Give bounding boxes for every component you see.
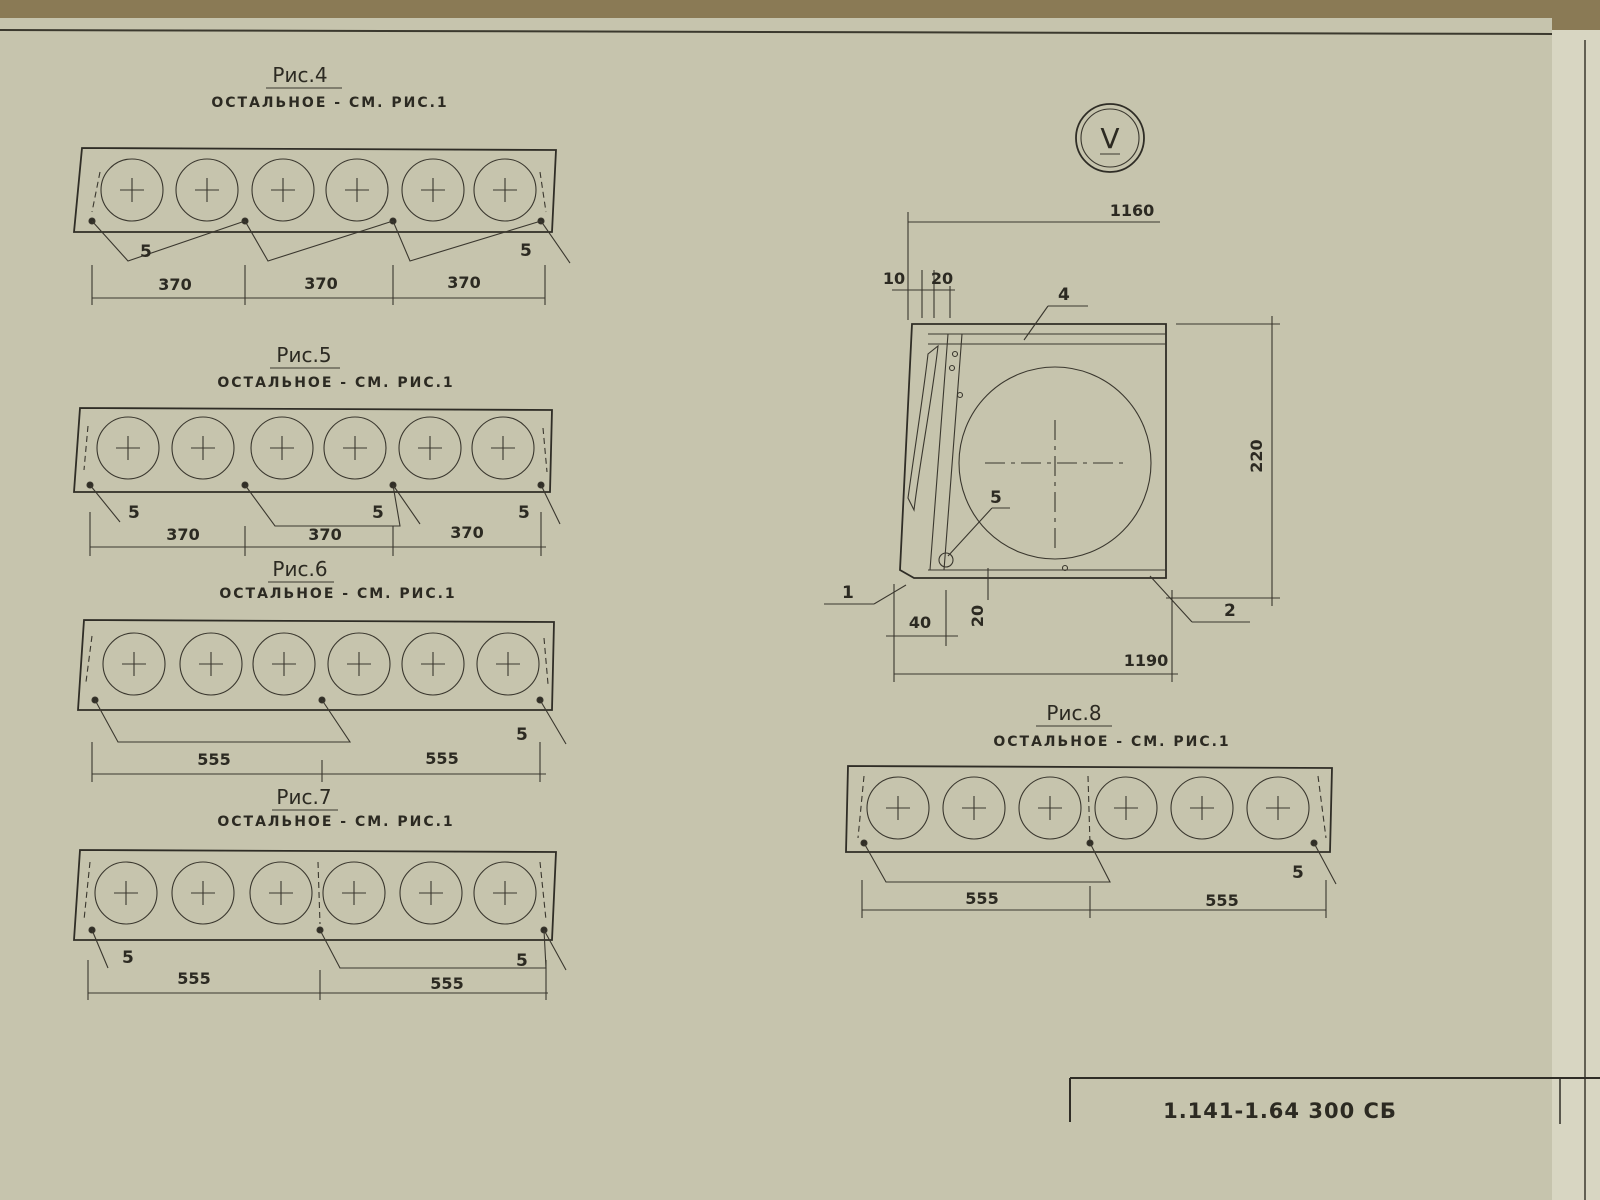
dimension-label: 370: [304, 274, 337, 293]
slab-outline: [77, 619, 555, 711]
mark-label: 5: [516, 951, 528, 971]
mark-label: 5: [1292, 863, 1304, 883]
slab-outline: [73, 147, 557, 233]
slab-outline: [845, 765, 1333, 853]
dimension-label: 555: [425, 749, 458, 768]
void-row: [866, 776, 1310, 840]
figure-title: Рис.7: [276, 785, 331, 809]
section-outline: [899, 323, 1167, 579]
dimension-label: 220: [1247, 439, 1266, 472]
void-row: [94, 861, 537, 925]
dimension-label: 40: [909, 613, 931, 632]
mark-label: 5: [122, 948, 134, 968]
figure-subtitle: ОСТАЛЬНОЕ - СМ. РИС.1: [217, 375, 454, 391]
dimension-label: 555: [965, 889, 998, 908]
figure-4: Рис.4 ОСТАЛЬНОЕ - СМ. РИС.1 5 5 370 370 …: [73, 63, 571, 305]
mark-label: 5: [516, 725, 528, 745]
dimension-label: 370: [158, 275, 191, 294]
figure-title: Рис.5: [276, 343, 331, 367]
void-row: [100, 158, 537, 222]
figure-title: Рис.6: [272, 557, 327, 581]
figure-subtitle: ОСТАЛЬНОЕ - СМ. РИС.1: [219, 586, 456, 602]
drawing-code: 1.141-1.64 300 СБ: [1163, 1099, 1397, 1123]
figure-5: Рис.5 ОСТАЛЬНОЕ - СМ. РИС.1 5 5 5 370 37…: [73, 343, 561, 556]
dimension-label: 555: [430, 974, 463, 993]
title-block: 1.141-1.64 300 СБ: [1069, 1077, 1600, 1124]
dimension-label: 370: [447, 273, 480, 292]
figure-7: Рис.7 ОСТАЛЬНОЕ - СМ. РИС.1 5 5 555 555: [73, 785, 567, 1000]
dimension-label: 555: [1205, 891, 1238, 910]
mark-label: 5: [518, 503, 530, 523]
mark-label: 5: [520, 241, 532, 261]
figure-subtitle: ОСТАЛЬНОЕ - СМ. РИС.1: [217, 814, 454, 830]
section-label: V: [1100, 122, 1119, 155]
callout-label: 2: [1224, 601, 1236, 621]
dimension-label: 370: [450, 523, 483, 542]
dimension-label: 1190: [1124, 651, 1169, 670]
callout-label: 1: [842, 583, 854, 603]
dimension-label: 370: [308, 525, 341, 544]
mark-label: 5: [140, 242, 152, 262]
dimension-label: 20: [931, 269, 953, 288]
dimension-label: 370: [166, 525, 199, 544]
slab-outline: [73, 407, 553, 493]
void-circle: [958, 366, 1152, 560]
mark-label: 5: [372, 503, 384, 523]
dimension-label: 10: [883, 269, 905, 288]
section-marker: [1075, 103, 1145, 173]
dimension-label: 555: [197, 750, 230, 769]
figure-title: Рис.4: [272, 63, 327, 87]
figure-subtitle: ОСТАЛЬНОЕ - СМ. РИС.1: [993, 734, 1230, 750]
dimension-label: 555: [177, 969, 210, 988]
callout-label: 5: [990, 488, 1002, 508]
section-v: V 1160 10 20 220 4: [824, 103, 1280, 682]
next-sheet-edge: [1552, 30, 1600, 1200]
dimension-label: 1160: [1110, 201, 1155, 220]
dimension-label: 20: [968, 605, 987, 627]
void-row: [102, 632, 540, 696]
slab-outline: [73, 849, 557, 941]
figure-8: Рис.8 ОСТАЛЬНОЕ - СМ. РИС.1 5 555 555: [845, 701, 1337, 918]
figure-title: Рис.8: [1046, 701, 1101, 725]
void-row: [96, 416, 535, 480]
callout-label: 4: [1058, 285, 1070, 305]
figure-6: Рис.6 ОСТАЛЬНОЕ - СМ. РИС.1 5 555 555: [77, 557, 567, 782]
mark-label: 5: [128, 503, 140, 523]
figure-subtitle: ОСТАЛЬНОЕ - СМ. РИС.1: [211, 95, 448, 111]
paper: [0, 18, 1552, 1200]
